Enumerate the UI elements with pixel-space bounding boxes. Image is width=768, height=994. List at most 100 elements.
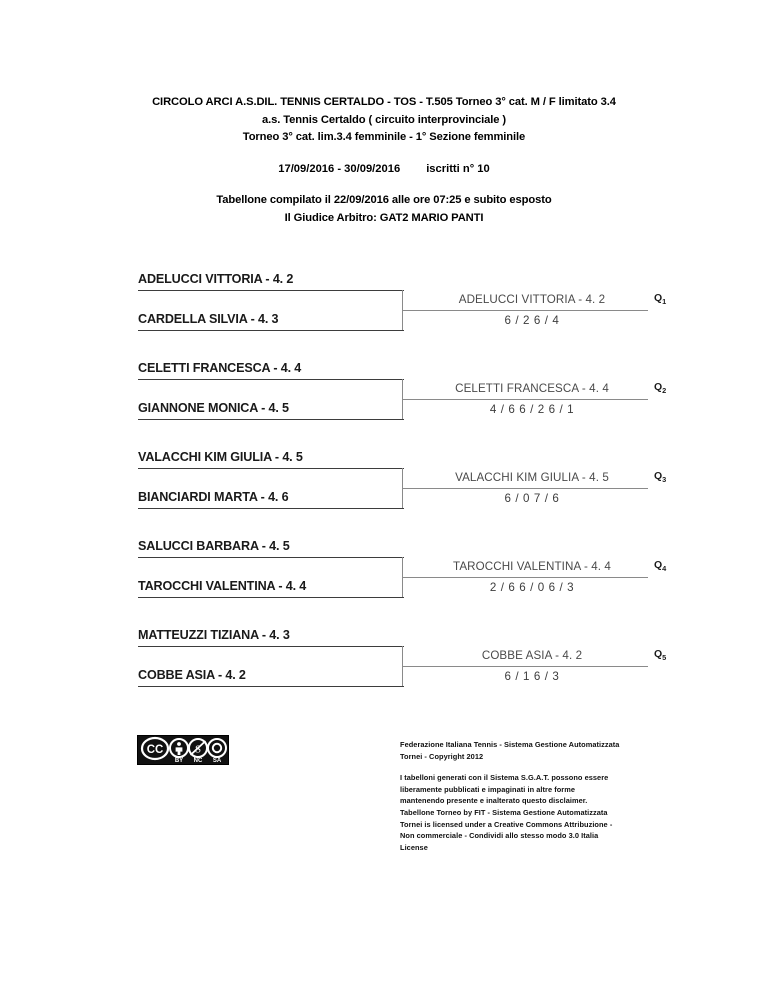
winner-name: TAROCCHI VALENTINA - 4. 4 (453, 560, 611, 573)
player-underline-bottom (138, 419, 404, 420)
match-score: 6 / 2 6 / 4 (504, 314, 560, 327)
match-result: TAROCCHI VALENTINA - 4. 4 2 / 6 6 / 0 6 … (416, 539, 678, 627)
player-name-top: VALACCHI KIM GIULIA - 4. 5 (138, 450, 303, 464)
copyright-line-1: Federazione Italiana Tennis - Sistema Ge… (400, 740, 620, 749)
disclaimer-line-1: I tabelloni generati con il Sistema S.G.… (400, 773, 609, 783)
winner-name: CELETTI FRANCESCA - 4. 4 (455, 382, 609, 395)
player-name-top: MATTEUZZI TIZIANA - 4. 3 (138, 628, 290, 642)
bracket-box (138, 557, 403, 597)
match-players: CELETTI FRANCESCA - 4. 4 GIANNONE MONICA… (138, 361, 416, 449)
bracket-connector (403, 665, 416, 667)
qualifier-label: Q3 (654, 470, 666, 484)
svg-text:BY: BY (175, 758, 183, 764)
referee-name: Il Giudice Arbitro: GAT2 MARIO PANTI (284, 211, 484, 224)
tournament-title-line-2: a.s. Tennis Certaldo ( circuito interpro… (261, 113, 507, 126)
svg-text:S: S (195, 744, 201, 756)
bracket-match: CELETTI FRANCESCA - 4. 4 GIANNONE MONICA… (138, 361, 678, 449)
match-score: 2 / 6 6 / 0 6 / 3 (489, 581, 575, 594)
entrants-count: iscritti n° 10 (426, 162, 490, 175)
bracket-match: SALUCCI BARBARA - 4. 5 TAROCCHI VALENTIN… (138, 539, 678, 627)
player-underline-top (138, 557, 404, 558)
player-name-top: ADELUCCI VITTORIA - 4. 2 (138, 272, 294, 286)
bracket-box (138, 379, 403, 419)
match-result: COBBE ASIA - 4. 2 6 / 1 6 / 3 Q5 (416, 628, 678, 716)
qualifier-letter: Q (654, 648, 663, 660)
match-players: VALACCHI KIM GIULIA - 4. 5 BIANCIARDI MA… (138, 450, 416, 538)
player-name-bottom: COBBE ASIA - 4. 2 (138, 668, 246, 682)
qualifier-number: 3 (662, 475, 667, 485)
winner-name: ADELUCCI VITTORIA - 4. 2 (458, 293, 606, 306)
winner-underline (416, 310, 648, 311)
disclaimer-line-6: Non commerciale - Condividi allo stesso … (400, 831, 599, 841)
player-name-bottom: GIANNONE MONICA - 4. 5 (138, 401, 289, 415)
player-underline-bottom (138, 597, 404, 598)
disclaimer-line-4: Tabellone Torneo by FIT - Sistema Gestio… (400, 807, 608, 817)
svg-text:SA: SA (213, 758, 222, 764)
qualifier-label: Q4 (654, 559, 666, 573)
player-name-bottom: CARDELLA SILVIA - 4. 3 (138, 312, 279, 326)
player-underline-bottom (138, 686, 404, 687)
match-score: 6 / 1 6 / 3 (504, 670, 560, 683)
player-name-bottom: BIANCIARDI MARTA - 4. 6 (138, 490, 289, 504)
draw-compiled-note: Tabellone compilato il 22/09/2016 alle o… (216, 194, 552, 206)
bracket-connector (403, 309, 416, 311)
player-underline-top (138, 379, 404, 380)
qualifier-number: 2 (662, 386, 667, 396)
copyright-line-2: Tornei - Copyright 2012 (400, 751, 484, 761)
tournament-dates: 17/09/2016 - 30/09/2016 (278, 162, 401, 175)
match-players: SALUCCI BARBARA - 4. 5 TAROCCHI VALENTIN… (138, 539, 416, 627)
document-header: CIRCOLO ARCI A.S.DIL. TENNIS CERTALDO - … (0, 94, 768, 227)
svg-text:CC: CC (147, 744, 164, 756)
winner-underline (416, 577, 648, 578)
tournament-title-line-1: CIRCOLO ARCI A.S.DIL. TENNIS CERTALDO - … (152, 96, 616, 108)
disclaimer-line-7: License (400, 842, 428, 852)
qualifier-letter: Q (654, 470, 663, 482)
qualifier-number: 5 (662, 653, 667, 663)
disclaimer-line-3: mantenendo presente e inalterato questo … (400, 796, 588, 806)
bracket-box (138, 646, 403, 686)
match-result: CELETTI FRANCESCA - 4. 4 4 / 6 6 / 2 6 /… (416, 361, 678, 449)
tournament-title-line-3: Torneo 3° cat. lim.3.4 femminile - 1° Se… (242, 131, 526, 143)
qualifier-label: Q1 (654, 292, 666, 306)
bracket-box (138, 290, 403, 330)
player-name-top: CELETTI FRANCESCA - 4. 4 (138, 361, 302, 375)
player-underline-bottom (138, 330, 404, 331)
bracket-connector (403, 487, 416, 489)
qualifier-letter: Q (654, 292, 663, 304)
player-name-bottom: TAROCCHI VALENTINA - 4. 4 (138, 579, 307, 593)
qualifier-number: 4 (662, 564, 667, 574)
bracket-match: MATTEUZZI TIZIANA - 4. 3 COBBE ASIA - 4.… (138, 628, 678, 716)
match-score: 6 / 0 7 / 6 (504, 492, 560, 505)
winner-underline (416, 399, 648, 400)
disclaimer-line-5: Tornei is licensed under a Creative Comm… (400, 819, 613, 829)
match-result: VALACCHI KIM GIULIA - 4. 5 6 / 0 7 / 6 Q… (416, 450, 678, 538)
bracket-match: VALACCHI KIM GIULIA - 4. 5 BIANCIARDI MA… (138, 450, 678, 538)
qualifier-label: Q5 (654, 648, 666, 662)
winner-name: VALACCHI KIM GIULIA - 4. 5 (455, 471, 609, 484)
bracket-match: ADELUCCI VITTORIA - 4. 2 CARDELLA SILVIA… (138, 272, 678, 360)
bracket-box (138, 468, 403, 508)
tournament-dates-row: 17/09/2016 - 30/09/2016 iscritti n° 10 (0, 161, 768, 179)
bracket-connector (403, 398, 416, 400)
match-score: 4 / 6 6 / 2 6 / 1 (489, 403, 575, 416)
bracket-connector (403, 576, 416, 578)
player-underline-top (138, 646, 404, 647)
disclaimer-line-2: liberamente pubblicati e impaginati in a… (400, 784, 575, 794)
match-players: MATTEUZZI TIZIANA - 4. 3 COBBE ASIA - 4.… (138, 628, 416, 716)
footer-disclaimer: Federazione Italiana Tennis - Sistema Ge… (400, 739, 680, 853)
qualifier-letter: Q (654, 559, 663, 571)
player-name-top: SALUCCI BARBARA - 4. 5 (138, 539, 290, 553)
qualifier-label: Q2 (654, 381, 666, 395)
qualifier-number: 1 (662, 297, 667, 307)
winner-underline (416, 666, 648, 667)
player-underline-top (138, 290, 404, 291)
player-underline-top (138, 468, 404, 469)
match-players: ADELUCCI VITTORIA - 4. 2 CARDELLA SILVIA… (138, 272, 416, 360)
svg-text:NC: NC (194, 758, 203, 764)
player-underline-bottom (138, 508, 404, 509)
qualifier-letter: Q (654, 381, 663, 393)
winner-underline (416, 488, 648, 489)
winner-name: COBBE ASIA - 4. 2 (481, 649, 583, 662)
match-result: ADELUCCI VITTORIA - 4. 2 6 / 2 6 / 4 Q1 (416, 272, 678, 360)
